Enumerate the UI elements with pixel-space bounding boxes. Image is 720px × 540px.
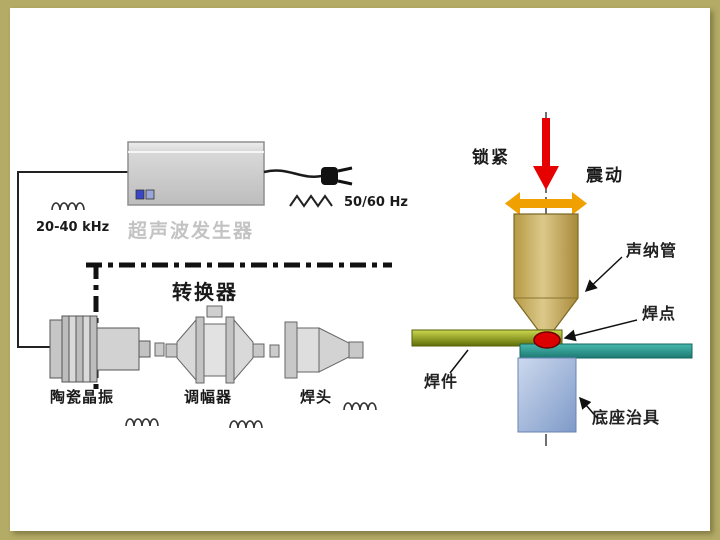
diagram-canvas xyxy=(10,8,710,531)
ceramic-transducer-label: 陶瓷晶振 xyxy=(50,388,115,406)
lock-label: 锁紧 xyxy=(472,148,510,168)
freq-left-label: 20-40 kHz xyxy=(36,220,110,235)
indicator-led-icon xyxy=(145,189,155,200)
coil-icon xyxy=(343,402,377,411)
coupler xyxy=(154,342,165,357)
horn-label: 焊头 xyxy=(300,388,333,406)
zigzag-wave-icon xyxy=(289,194,333,208)
power-plug-icon xyxy=(263,166,353,186)
generator-box xyxy=(127,141,265,206)
weld-spot-label: 焊点 xyxy=(642,304,677,323)
vibration-label: 震动 xyxy=(586,166,624,186)
ceramic-transducer xyxy=(49,315,151,383)
press-arrow-icon xyxy=(533,118,559,190)
weld-spot xyxy=(533,331,561,349)
indicator-led-icon xyxy=(135,189,145,200)
coil-icon xyxy=(125,418,159,427)
upper-workpiece-plate xyxy=(411,329,563,347)
workpiece-leader-line xyxy=(449,349,469,374)
welding-horn xyxy=(284,321,364,379)
sonotrode-label: 声纳管 xyxy=(626,241,678,260)
generator-label: 超声波发生器 xyxy=(128,220,255,242)
weld-spot-leader-arrow xyxy=(563,319,638,342)
left-input-wire xyxy=(17,171,128,348)
booster-label: 调幅器 xyxy=(184,388,233,406)
coil-icon xyxy=(51,202,85,211)
converter-label: 转换器 xyxy=(172,280,238,304)
base-fixture-label: 底座治具 xyxy=(592,408,661,427)
base-fixture-leader-arrow xyxy=(579,396,599,420)
booster xyxy=(165,305,265,384)
sonotrode-leader-arrow xyxy=(584,256,623,293)
base-fixture-block xyxy=(517,357,577,433)
vibration-arrow-icon xyxy=(505,192,587,215)
coupler xyxy=(269,344,280,358)
freq-right-label: 50/60 Hz xyxy=(344,195,408,210)
workpiece-label: 焊件 xyxy=(424,372,459,391)
lower-workpiece-plate xyxy=(519,343,693,359)
sonotrode xyxy=(513,213,579,331)
coil-icon xyxy=(229,420,263,429)
